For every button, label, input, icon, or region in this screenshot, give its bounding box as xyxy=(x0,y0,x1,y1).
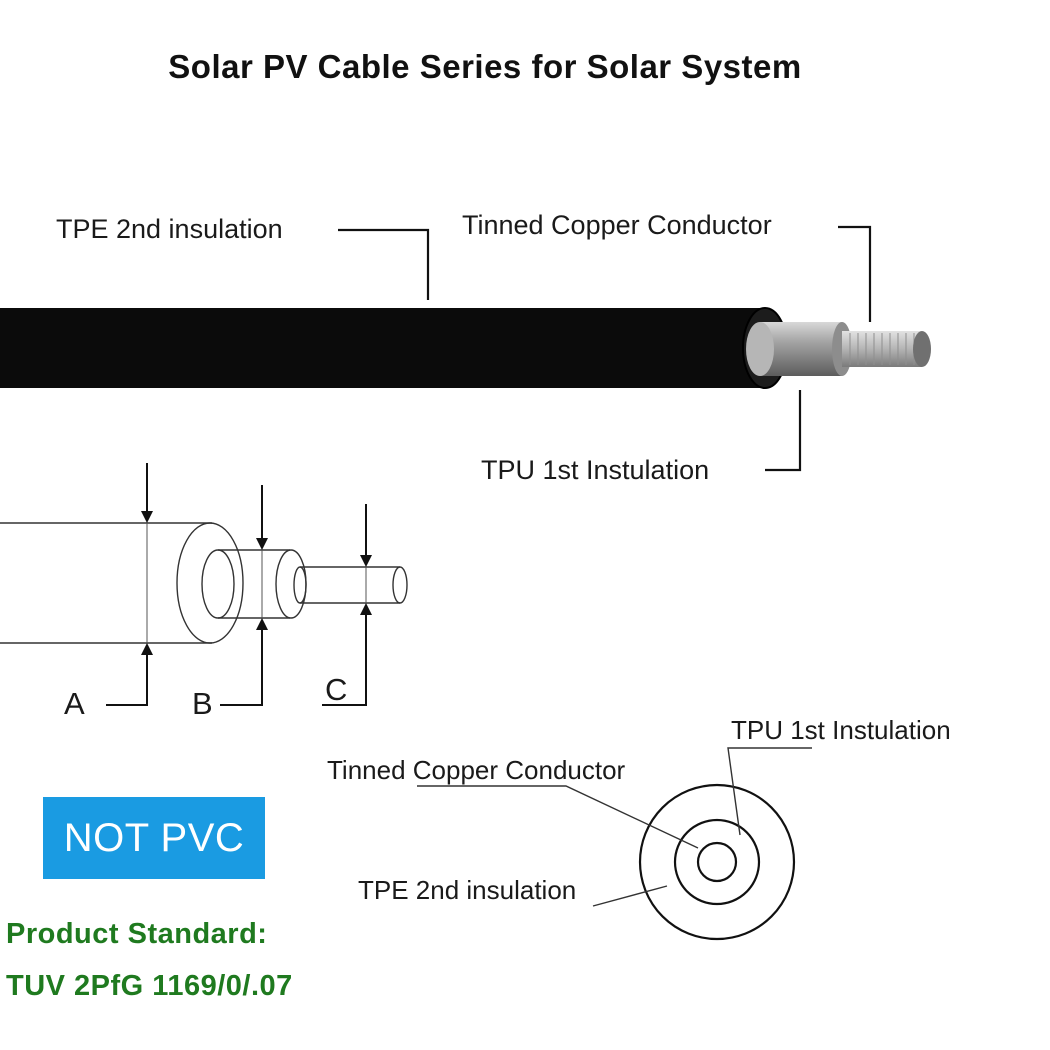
not-pvc-badge: NOT PVC xyxy=(43,797,265,879)
outer-layer-end xyxy=(176,522,244,644)
dimension-label-a: A xyxy=(64,686,85,721)
cross-section xyxy=(638,783,796,941)
cross-section-tpu xyxy=(673,818,761,906)
middle-layer-end xyxy=(275,549,307,619)
cross-section-tpe xyxy=(638,783,796,941)
xs-label-tpe-2nd: TPE 2nd insulation xyxy=(358,875,576,905)
conductor-end xyxy=(392,566,408,604)
xs-label-tpu-1st: TPU 1st Instulation xyxy=(731,715,951,745)
arrow-heads xyxy=(141,511,372,655)
xs-label-tinned-copper: Tinned Copper Conductor xyxy=(327,755,626,785)
product-standard-heading: Product Standard: xyxy=(6,918,268,950)
copper-end xyxy=(913,331,931,367)
label-tpe-2nd: TPE 2nd insulation xyxy=(56,214,283,244)
cable-callouts xyxy=(338,225,872,472)
cross-section-leaders xyxy=(417,747,812,907)
tpu-inner-left-end xyxy=(746,322,774,376)
label-tinned-copper: Tinned Copper Conductor xyxy=(462,210,772,240)
label-tpu-1st: TPU 1st Instulation xyxy=(481,455,709,485)
page-title: Solar PV Cable Series for Solar System xyxy=(168,48,802,85)
dimension-label-c: C xyxy=(325,672,347,707)
cable-illustration xyxy=(0,307,931,389)
dimension-drawing xyxy=(0,522,408,644)
cross-section-conductor xyxy=(696,841,738,883)
dimension-arrows xyxy=(106,463,367,706)
product-standard-value: TUV 2PfG 1169/0/.07 xyxy=(6,970,293,1002)
dimension-label-b: B xyxy=(192,686,213,721)
tpe-outer-jacket xyxy=(0,308,765,388)
